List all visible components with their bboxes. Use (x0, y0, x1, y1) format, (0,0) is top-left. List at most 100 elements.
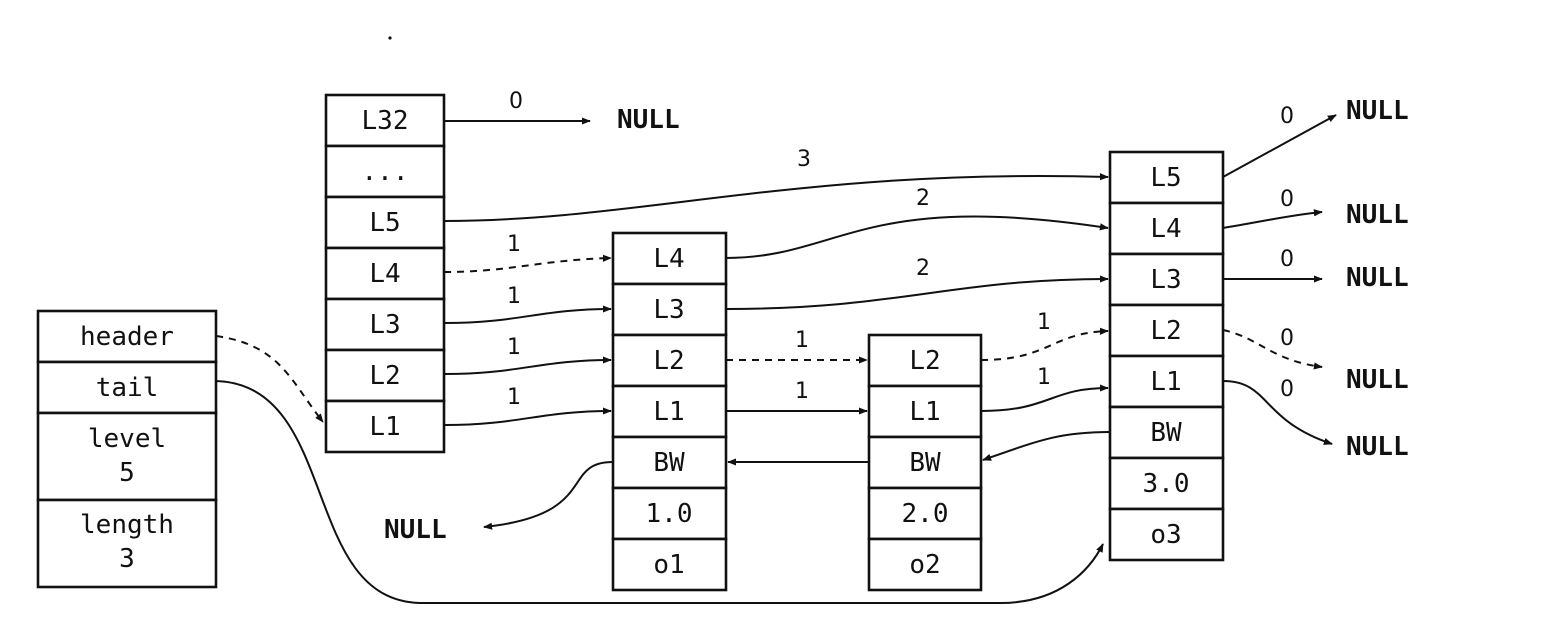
o2-score: 2.0 (902, 499, 949, 529)
header-node: L32 ... L5 L4 L3 L2 L1 (324, 93, 446, 454)
o3-level-L4: L4 (1150, 214, 1181, 244)
edge-o3-backward-o2 (982, 431, 1111, 461)
o2-level-L2: L2 (909, 346, 940, 376)
null-label: NULL (384, 515, 447, 545)
node-o3: L5 L4 L3 L2 L1 BW 3.0 o3 (1108, 150, 1225, 562)
o2-level-L1: L1 (909, 397, 940, 427)
node-cell (611, 435, 728, 490)
null-label: NULL (1346, 200, 1409, 230)
span-header-L4: 1 (507, 232, 521, 257)
header-level-L4: L4 (369, 259, 400, 289)
node-cell (867, 537, 983, 592)
o1-level-L4: L4 (653, 244, 684, 274)
edge-header-L5-o3 (443, 173, 1109, 222)
edge-header-L3-o1 (443, 305, 612, 324)
span-header-L1: 1 (507, 385, 521, 410)
span-o3-L3: 0 (1280, 247, 1294, 272)
o3-level-L5: L5 (1150, 163, 1181, 193)
node-cell (1108, 150, 1225, 205)
header-level-cell (324, 246, 446, 301)
null-label: NULL (1346, 96, 1409, 126)
null-labels: NULL NULL NULL NULL NULL NULL NULL (384, 96, 1409, 545)
edge-o1-L3-o3 (725, 275, 1109, 310)
header-level-L1: L1 (369, 412, 400, 442)
field-length-cell (36, 498, 218, 589)
header-level-L5: L5 (369, 208, 400, 238)
edge-struct-tail (215, 380, 1104, 604)
edge-o2-L2-o3 (980, 327, 1109, 361)
edge-struct-header (215, 335, 324, 423)
header-level-L3: L3 (369, 310, 400, 340)
edge-header-L1-o1 (443, 407, 612, 426)
node-cell (1108, 201, 1225, 256)
null-label: NULL (1346, 432, 1409, 462)
header-level-cell (324, 399, 446, 454)
node-o1: L4 L3 L2 L1 BW 1.0 o1 (611, 231, 728, 592)
node-cell (1108, 303, 1225, 358)
node-cell (611, 333, 728, 388)
node-cell (611, 384, 728, 439)
o3-level-L1: L1 (1150, 367, 1181, 397)
o1-level-L3: L3 (653, 295, 684, 325)
node-cell (867, 333, 983, 388)
stray-dot (388, 36, 392, 40)
span-o1-L4: 2 (916, 186, 930, 211)
edge-o3-L1-null (1222, 380, 1333, 445)
span-o1-L1: 1 (795, 379, 809, 404)
edge-o3-L2-null (1222, 329, 1323, 370)
span-header-L5: 3 (797, 147, 811, 172)
edge-o3-L4-null (1222, 209, 1323, 229)
o3-score: 3.0 (1143, 469, 1190, 499)
field-header-cell (36, 309, 218, 364)
span-o3-L1: 0 (1280, 377, 1294, 402)
span-o2-L2: 1 (1037, 310, 1051, 335)
node-cell (1108, 507, 1225, 562)
edge-o1-backward-null (483, 461, 614, 530)
o3-backward: BW (1150, 418, 1182, 448)
o1-level-L1: L1 (653, 397, 684, 427)
edge-header-L4-o1 (443, 254, 612, 273)
o1-backward: BW (653, 448, 685, 478)
header-level-L32: L32 (362, 106, 409, 136)
span-o3-L5: 0 (1280, 104, 1294, 129)
header-level-ellipsis: ... (362, 157, 409, 187)
node-o2: L2 L1 BW 2.0 o2 (867, 333, 983, 592)
null-label: NULL (617, 105, 680, 135)
header-level-cell (324, 195, 446, 250)
node-cell (611, 486, 728, 541)
field-tail-cell (36, 360, 218, 415)
header-level-cell (324, 348, 446, 403)
span-o1-L2: 1 (795, 328, 809, 353)
edge-o1-L4-o3 (725, 215, 1109, 259)
edge-o3-L5-null (1222, 114, 1337, 178)
o3-level-L2: L2 (1150, 316, 1181, 346)
null-label: NULL (1346, 365, 1409, 395)
field-header: header (80, 322, 174, 352)
o2-obj: o2 (909, 550, 940, 580)
header-level-cell (324, 297, 446, 352)
span-o3-L4: 0 (1280, 187, 1294, 212)
span-o3-L2: 0 (1280, 326, 1294, 351)
o3-level-L3: L3 (1150, 265, 1181, 295)
node-cell (611, 537, 728, 592)
o1-level-L2: L2 (653, 346, 684, 376)
edge-o2-L1-o3 (980, 384, 1109, 412)
field-tail: tail (96, 373, 159, 403)
o2-backward: BW (909, 448, 941, 478)
span-header-L2: 1 (507, 335, 521, 360)
null-label: NULL (1346, 263, 1409, 293)
pointer-edges (215, 114, 1337, 604)
edge-header-L2-o1 (443, 356, 612, 375)
span-labels: 0 3 1 1 1 1 2 2 1 1 1 1 0 0 0 0 0 (507, 89, 1294, 410)
o3-obj: o3 (1150, 520, 1181, 550)
node-cell (1108, 354, 1225, 409)
header-level-cell (324, 144, 446, 199)
span-header-L3: 1 (507, 284, 521, 309)
header-level-L2: L2 (369, 361, 400, 391)
o1-obj: o1 (653, 550, 684, 580)
span-header-L32: 0 (509, 89, 523, 114)
